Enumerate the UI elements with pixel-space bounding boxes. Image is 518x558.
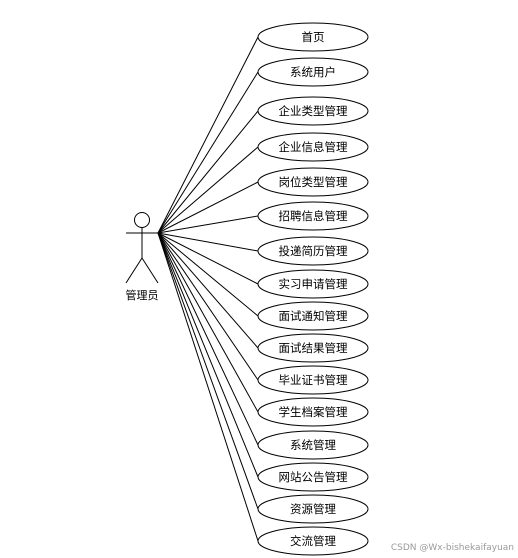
use-case-label: 面试结果管理 bbox=[279, 341, 348, 355]
actor-admin: 管理员 bbox=[125, 212, 159, 302]
use-case-label: 学生档案管理 bbox=[279, 405, 348, 419]
use-case: 企业信息管理 bbox=[257, 132, 369, 162]
use-case: 投递简历管理 bbox=[257, 236, 369, 266]
use-case-ellipse bbox=[257, 494, 369, 524]
use-case: 企业类型管理 bbox=[257, 96, 369, 126]
use-case-label: 资源管理 bbox=[290, 502, 336, 516]
use-case-label: 系统用户 bbox=[290, 65, 336, 79]
watermark: CSDN @Wx-bishekaifayuan bbox=[391, 543, 514, 553]
use-case: 首页 bbox=[257, 22, 369, 52]
association-line bbox=[157, 232, 259, 317]
use-case-ellipse bbox=[257, 430, 369, 460]
association-line bbox=[157, 232, 259, 285]
use-case: 招聘信息管理 bbox=[257, 201, 369, 231]
use-case-label: 实习申请管理 bbox=[279, 277, 348, 291]
use-case: 系统用户 bbox=[257, 57, 369, 87]
use-case-label: 系统管理 bbox=[290, 438, 336, 452]
association-lines bbox=[157, 36, 259, 542]
actor-right-leg bbox=[141, 257, 159, 284]
use-case: 网站公告管理 bbox=[257, 462, 369, 492]
use-case-ellipse bbox=[257, 22, 369, 52]
use-case-label: 企业信息管理 bbox=[279, 140, 348, 154]
association-line bbox=[157, 215, 259, 234]
use-case-label: 网站公告管理 bbox=[279, 470, 348, 484]
use-case: 毕业证书管理 bbox=[257, 365, 369, 395]
association-line bbox=[157, 232, 259, 446]
association-line bbox=[157, 36, 259, 234]
use-case-label: 企业类型管理 bbox=[279, 104, 348, 118]
use-case: 资源管理 bbox=[257, 494, 369, 524]
use-case-ellipse bbox=[257, 333, 369, 363]
use-case-label: 面试通知管理 bbox=[279, 309, 348, 323]
actor-label: 管理员 bbox=[126, 288, 159, 302]
use-case-ellipse bbox=[257, 269, 369, 299]
use-case: 岗位类型管理 bbox=[257, 167, 369, 197]
association-line bbox=[157, 181, 259, 234]
association-line bbox=[157, 146, 259, 234]
association-line bbox=[157, 232, 259, 349]
association-line bbox=[157, 232, 259, 413]
use-case-ellipse bbox=[257, 201, 369, 231]
use-case-label: 投递简历管理 bbox=[279, 244, 348, 258]
use-case-label: 招聘信息管理 bbox=[279, 209, 348, 223]
use-case-ellipse bbox=[257, 462, 369, 492]
association-line bbox=[157, 232, 259, 510]
association-line bbox=[157, 232, 259, 542]
use-case-ellipse bbox=[257, 397, 369, 427]
use-case: 学生档案管理 bbox=[257, 397, 369, 427]
use-case-ellipse bbox=[257, 301, 369, 331]
use-case-ellipse bbox=[257, 57, 369, 87]
use-case: 交流管理 bbox=[257, 526, 369, 556]
use-case: 面试结果管理 bbox=[257, 333, 369, 363]
use-case-ellipse bbox=[257, 167, 369, 197]
use-case-list: 首页系统用户企业类型管理企业信息管理岗位类型管理招聘信息管理投递简历管理实习申请… bbox=[257, 22, 369, 556]
use-case-ellipse bbox=[257, 526, 369, 556]
use-case: 实习申请管理 bbox=[257, 269, 369, 299]
association-line bbox=[157, 232, 259, 252]
use-case-label: 毕业证书管理 bbox=[279, 373, 348, 387]
association-line bbox=[157, 110, 259, 234]
use-case-label: 首页 bbox=[302, 30, 325, 44]
use-case-ellipse bbox=[257, 132, 369, 162]
use-case-ellipse bbox=[257, 96, 369, 126]
use-case-ellipse bbox=[257, 236, 369, 266]
actor-left-leg bbox=[125, 257, 143, 284]
association-line bbox=[157, 232, 259, 381]
use-case: 面试通知管理 bbox=[257, 301, 369, 331]
use-case-label: 岗位类型管理 bbox=[279, 175, 348, 189]
use-case: 系统管理 bbox=[257, 430, 369, 460]
actor-head bbox=[134, 212, 150, 228]
use-case-label: 交流管理 bbox=[290, 534, 336, 548]
association-line bbox=[157, 232, 259, 478]
association-line bbox=[157, 71, 259, 234]
use-case-ellipse bbox=[257, 365, 369, 395]
